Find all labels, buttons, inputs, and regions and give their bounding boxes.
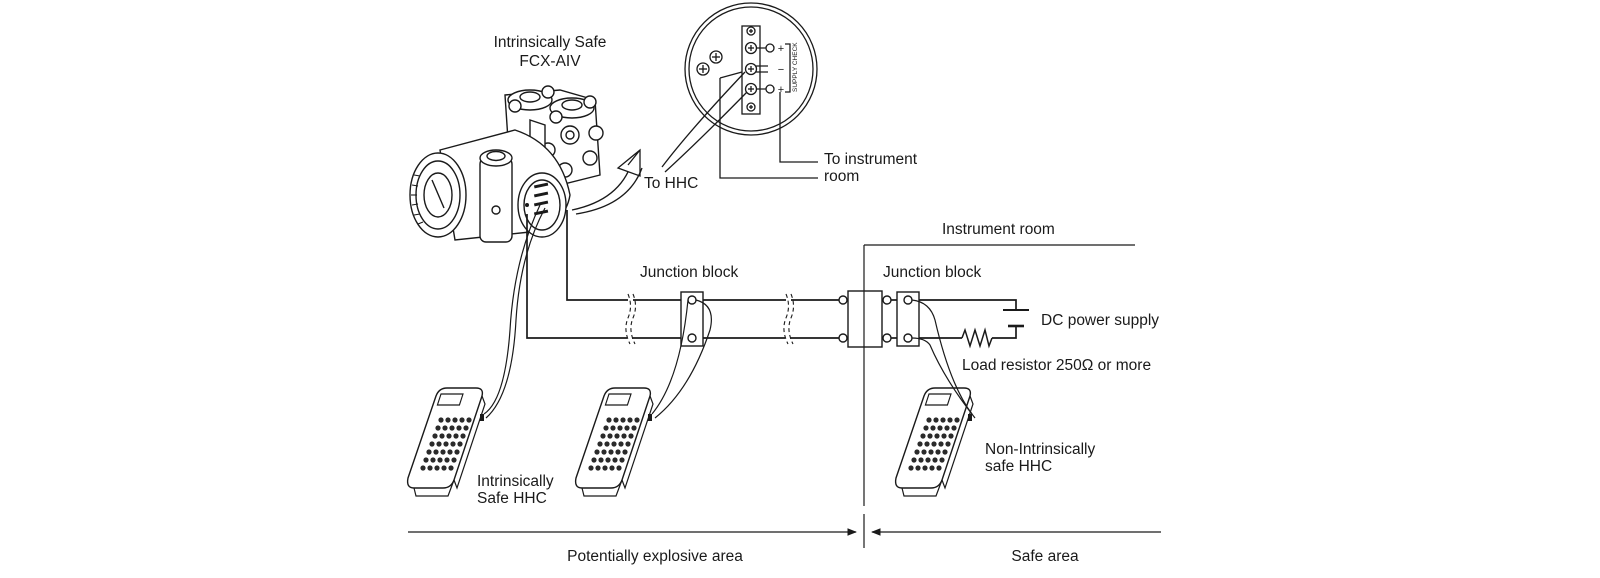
hhc-right-cable xyxy=(911,299,976,419)
safety-barrier-icon xyxy=(838,290,892,348)
load-resistor-label: Load resistor 250Ω or more xyxy=(962,357,1152,374)
area-boundaries xyxy=(408,244,1161,548)
dc-power-supply-label: DC power supply xyxy=(1041,312,1160,329)
transmitter-title: Intrinsically Safe FCX-AIV xyxy=(470,34,630,70)
ground-screw-icon xyxy=(696,50,723,76)
terminal-plus-bottom: + xyxy=(778,84,784,96)
junction-hhc-icon xyxy=(574,387,654,497)
is-hhc-label: Intrinsically Safe HHC xyxy=(477,473,554,507)
detail-arrow-head xyxy=(616,148,641,177)
to-hhc-label: To HHC xyxy=(644,175,699,192)
dc-power-supply-icon xyxy=(1003,309,1029,328)
nis-hhc-label: Non-Intrinsically safe HHC xyxy=(985,441,1095,475)
hhc-left-cable xyxy=(483,204,546,419)
non-intrinsically-safe-hhc-icon xyxy=(894,387,974,497)
terminal-plus-top: + xyxy=(778,43,784,55)
load-resistor-icon xyxy=(961,327,993,349)
is-hhc-line1: Intrinsically xyxy=(477,473,554,490)
to-instrument-label: To instrument room xyxy=(824,151,917,185)
to-instrument-line2: room xyxy=(824,168,860,185)
transmitter-title-line2: FCX-AIV xyxy=(519,53,581,70)
nis-hhc-line2: safe HHC xyxy=(985,458,1053,475)
instrument-room-label: Instrument room xyxy=(942,221,1055,238)
junction-block-left-label: Junction block xyxy=(640,264,739,281)
junction-block-right-label: Junction block xyxy=(883,264,982,281)
cable-break-marks xyxy=(625,293,795,345)
terminal-minus: − xyxy=(778,64,784,76)
loop-wiring xyxy=(526,210,1017,339)
is-hhc-line2: Safe HHC xyxy=(477,490,547,507)
junction-block-left-icon xyxy=(680,291,704,347)
terminal-vertical-text: SUPPLY CHECK xyxy=(792,42,799,92)
transmitter-icon xyxy=(409,85,604,243)
hhc-mid-cable xyxy=(651,299,712,419)
nis-hhc-line1: Non-Intrinsically xyxy=(985,441,1096,458)
intrinsically-safe-hhc-icon xyxy=(406,387,486,497)
detail-leader-lines xyxy=(661,71,818,179)
potentially-explosive-area-label: Potentially explosive area xyxy=(567,548,743,565)
safe-area-label: Safe area xyxy=(1011,548,1079,565)
to-instrument-line1: To instrument xyxy=(824,151,918,168)
transmitter-title-line1: Intrinsically Safe xyxy=(493,34,607,51)
terminal-screws xyxy=(744,26,758,112)
